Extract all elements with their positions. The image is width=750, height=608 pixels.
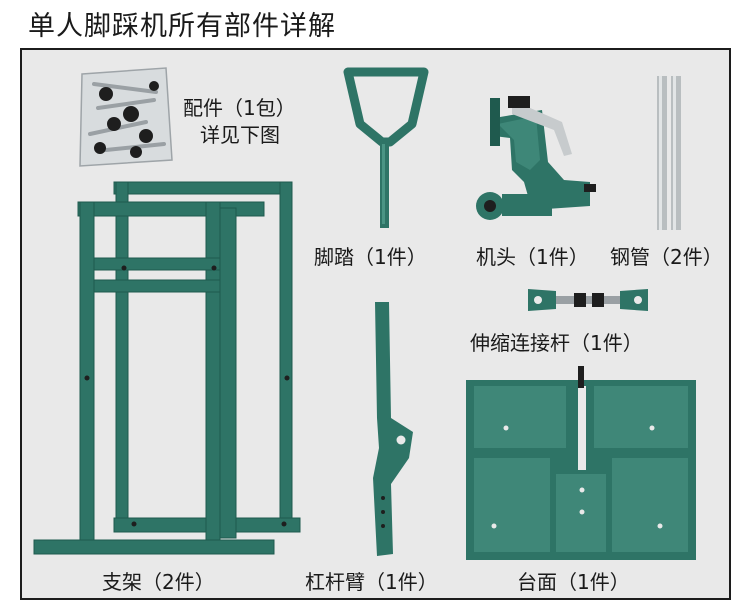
steel-pipe-label: 钢管（2件） — [610, 245, 723, 269]
accessories-label: 配件（1包） — [183, 96, 296, 120]
machine-head-image — [472, 70, 602, 230]
steel-pipe-image — [655, 76, 685, 232]
telescopic-rod-label: 伸缩连接杆（1件） — [470, 331, 643, 355]
accessories-sublabel: 详见下图 — [200, 123, 280, 147]
pedal-label: 脚踏（1件） — [314, 245, 427, 269]
table-label: 台面（1件） — [517, 570, 630, 594]
stand-image — [33, 178, 306, 558]
telescopic-rod-image — [526, 283, 650, 317]
page-title: 单人脚踩机所有部件详解 — [28, 11, 336, 42]
lever-arm-image — [365, 298, 425, 560]
table-image — [466, 366, 700, 562]
stand-label: 支架（2件） — [102, 570, 215, 594]
pedal-image — [336, 64, 436, 234]
lever-arm-label: 杠杆臂（1件） — [305, 570, 438, 594]
accessories-bag-image — [76, 64, 176, 169]
machine-head-label: 机头（1件） — [476, 245, 589, 269]
